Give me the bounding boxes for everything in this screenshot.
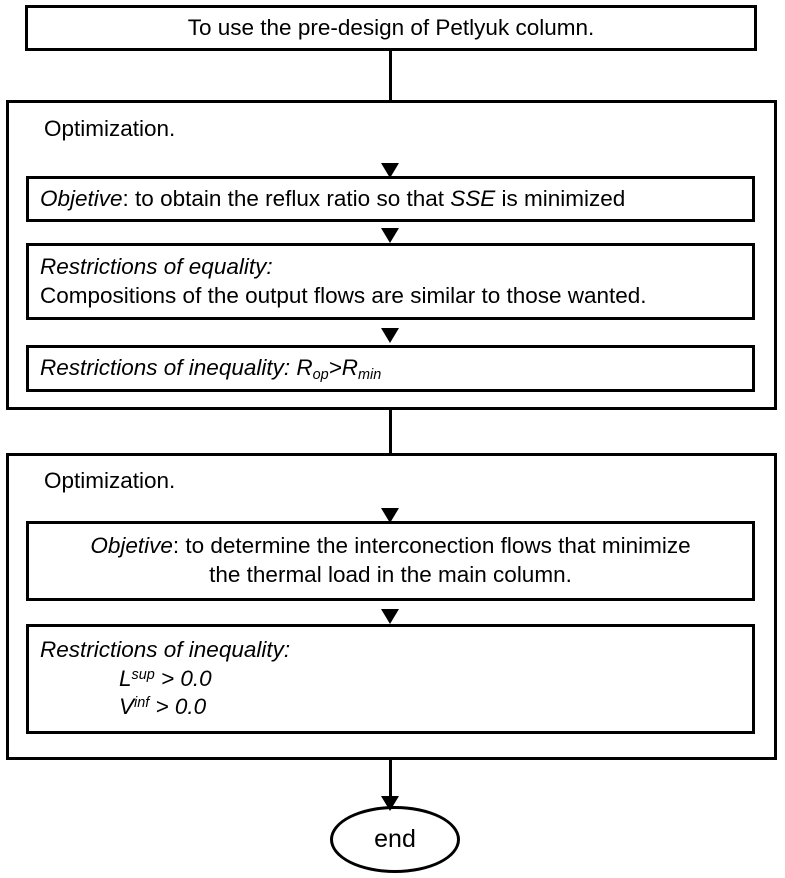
stage2-inequality-box: Restrictions of inequality: Lsup > 0.0 V…: [26, 624, 755, 734]
stage1-inequality-var2: R: [341, 355, 359, 381]
stage2-objective-line2: the thermal load in the main column.: [209, 562, 572, 587]
arrowhead-stage1-to-stage2: [381, 508, 399, 523]
arrowhead-stage2-to-end: [381, 796, 399, 811]
stage1-inequality-operator: >: [328, 355, 342, 381]
connector-stage2-to-end: [389, 734, 392, 812]
stage2-constraint-1: Lsup > 0.0: [29, 665, 752, 694]
stage2-constraint-2-base: V: [119, 694, 135, 720]
stage1-objective-text: Objetive: to obtain the reflux ratio so …: [29, 185, 752, 214]
start-process-box: To use the pre-design of Petlyuk column.: [25, 5, 757, 51]
stage2-constraint-2: Vinf > 0.0: [29, 693, 752, 722]
stage2-constraint-2-rest: > 0.0: [149, 694, 207, 720]
stage1-inequality-var1-sub: op: [312, 367, 329, 384]
arrowhead-stage1-equality-to-inequality: [381, 328, 399, 343]
stage1-inequality-box: Restrictions of inequality: Rop>Rmin: [26, 345, 755, 392]
stage1-objective-emph2: SSE: [450, 185, 496, 211]
arrowhead-title-to-stage1: [381, 163, 399, 178]
stage2-objective-rest: : to determine the interconection flows …: [172, 533, 691, 559]
arrowhead-stage1-objective-to-equality: [381, 228, 399, 243]
stage1-equality-heading: Restrictions of equality:: [40, 253, 273, 279]
stage1-inequality-heading: Restrictions of inequality:: [40, 355, 291, 381]
optimization-stage-2-label: Optimization.: [44, 468, 176, 493]
stage2-inequality-heading: Restrictions of inequality:: [40, 636, 291, 662]
end-terminal-node: end: [330, 806, 460, 873]
stage2-constraint-1-sup: sup: [131, 666, 155, 683]
optimization-stage-1-label: Optimization.: [44, 116, 176, 141]
stage1-inequality-text: Restrictions of inequality: Rop>Rmin: [29, 354, 752, 383]
stage1-inequality-var2-sub: min: [358, 367, 382, 384]
stage2-objective-line1: Objetive: to determine the interconectio…: [29, 532, 752, 561]
stage1-objective-rest2: is minimized: [495, 185, 626, 211]
stage2-objective-emph: Objetive: [90, 533, 173, 559]
arrowhead-stage2-objective-to-inequality: [381, 609, 399, 624]
stage1-objective-rest: : to obtain the reflux ratio so that: [122, 185, 451, 211]
stage2-constraint-1-base: L: [119, 665, 132, 691]
stage1-objective-box: Objetive: to obtain the reflux ratio so …: [26, 176, 755, 222]
stage1-equality-body: Compositions of the output flows are sim…: [40, 282, 647, 308]
end-terminal-label: end: [374, 825, 416, 853]
stage2-constraint-2-sup: inf: [134, 695, 150, 712]
stage1-equality-box: Restrictions of equality: Compositions o…: [26, 243, 755, 320]
stage1-inequality-var1: R: [296, 355, 313, 381]
start-process-label: To use the pre-design of Petlyuk column.: [187, 14, 595, 40]
stage2-objective-box: Objetive: to determine the interconectio…: [26, 521, 755, 601]
stage2-constraint-1-rest: > 0.0: [154, 665, 212, 691]
stage1-objective-emph: Objetive: [40, 185, 123, 211]
